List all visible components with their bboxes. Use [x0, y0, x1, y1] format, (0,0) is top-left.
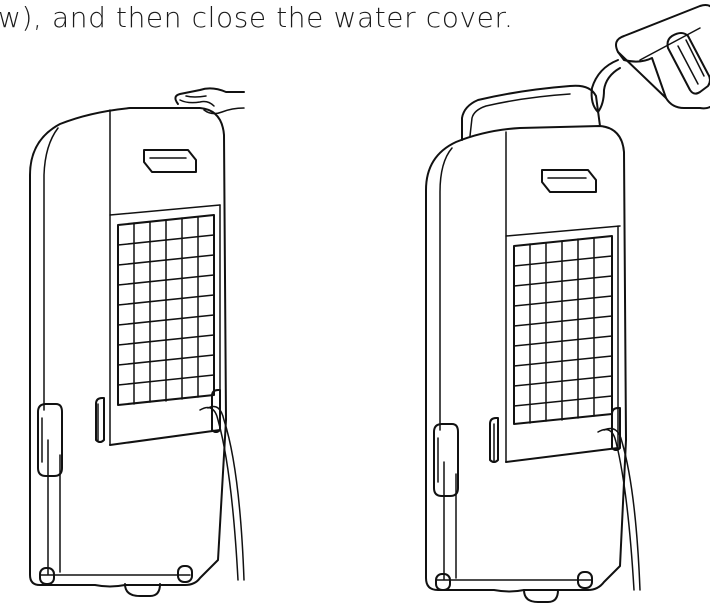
- right-grille: [514, 238, 612, 423]
- open-water-cover: [462, 86, 600, 140]
- right-air-cooler: [426, 60, 640, 602]
- water-stream: [592, 60, 620, 112]
- left-grille: [118, 217, 214, 404]
- water-jug-icon: [616, 5, 710, 108]
- left-air-cooler: [30, 88, 244, 596]
